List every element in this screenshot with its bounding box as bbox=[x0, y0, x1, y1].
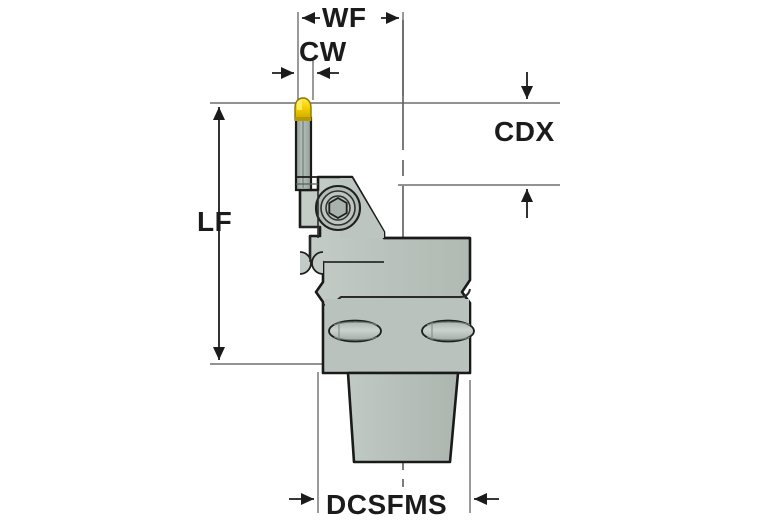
dimension-label-wf: WF bbox=[322, 2, 367, 33]
shoulder-recess-left bbox=[299, 251, 324, 275]
dimension-label-cw: CW bbox=[299, 36, 347, 67]
dimension-label-dcsfms: DCSFMS bbox=[326, 489, 448, 520]
oval-slot-icon bbox=[421, 319, 475, 343]
oval-slot-icon bbox=[328, 319, 382, 343]
dimension-label-cdx: CDX bbox=[494, 116, 555, 147]
cutting-insert-icon bbox=[294, 97, 312, 121]
hex-socket-screw-icon bbox=[314, 184, 362, 232]
seat-detail-lines bbox=[300, 190, 320, 262]
flange-fillet-right bbox=[459, 288, 471, 298]
tool-holder-body bbox=[294, 97, 475, 464]
dimension-label-lf: LF bbox=[197, 206, 233, 237]
coupling-shank bbox=[346, 371, 460, 464]
extension-lines bbox=[210, 12, 560, 513]
